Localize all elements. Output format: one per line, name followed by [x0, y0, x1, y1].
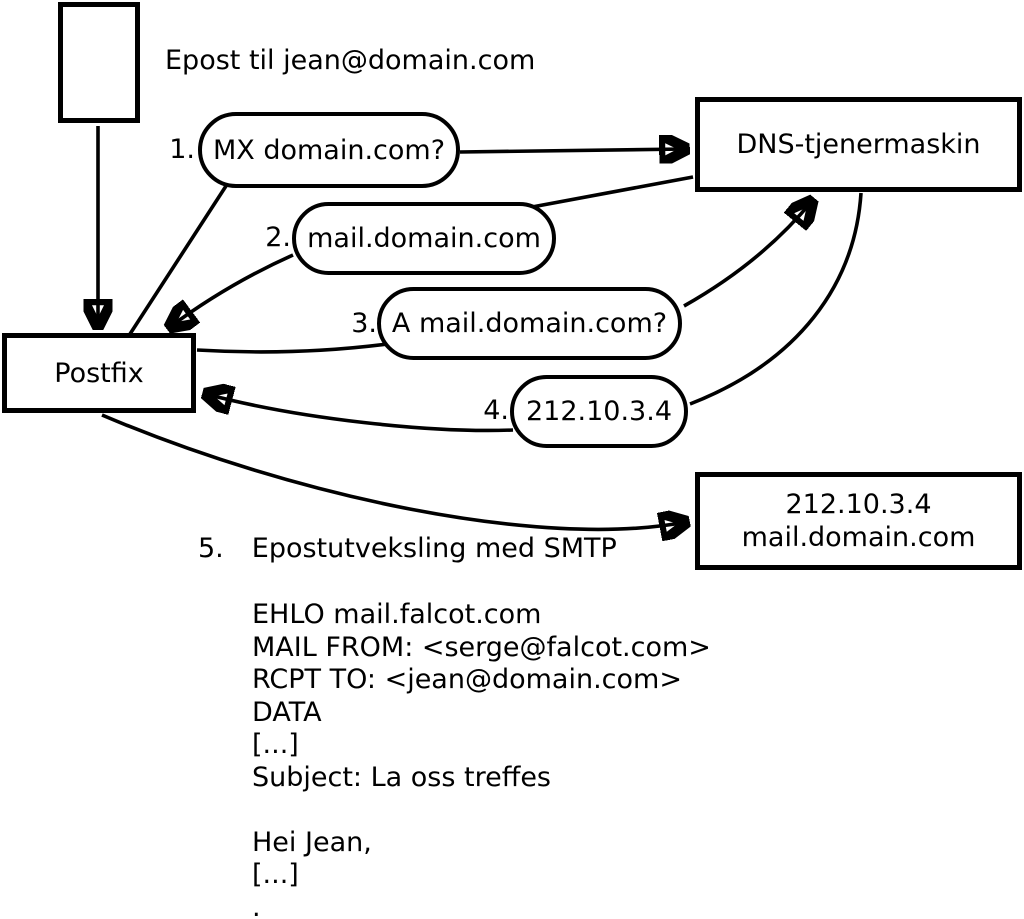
line-postfix-to-a-query	[196, 341, 396, 354]
query-pill-mx: MX domain.com?	[198, 112, 460, 188]
response-pill-mx: mail.domain.com	[292, 202, 556, 275]
mail-server-ip: 212.10.3.4	[785, 489, 932, 520]
arrow-a-response-to-postfix	[206, 394, 514, 433]
step-number-5: 5.	[198, 533, 224, 564]
mail-server-box: 212.10.3.4 mail.domain.com	[695, 472, 1022, 570]
mail-server-hostname: mail.domain.com	[741, 522, 976, 553]
step5-label: Epostutveksling med SMTP	[251, 533, 617, 564]
arrow-mx-query-to-dns	[459, 149, 686, 152]
step-number-2: 2.	[265, 222, 291, 253]
email-title: Epost til jean@domain.com	[165, 45, 536, 76]
step-number-4: 4.	[483, 395, 509, 426]
query-pill-a: A mail.domain.com?	[377, 287, 682, 360]
arrow-a-query-to-dns	[683, 201, 812, 308]
email-envelope-box	[58, 2, 140, 123]
line-dns-to-mx-response	[531, 175, 694, 209]
step5-caption: 5. Epostutveksling med SMTP	[198, 533, 617, 565]
step-number-3: 3.	[351, 308, 377, 339]
smtp-session-text: EHLO mail.falcot.com MAIL FROM: <serge@f…	[252, 599, 711, 919]
arrow-smtp-to-mailserver	[101, 413, 686, 529]
step-number-1: 1.	[169, 134, 195, 165]
line-dns-to-a-response	[689, 192, 863, 406]
postfix-box: Postfix	[2, 333, 196, 413]
response-pill-a: 212.10.3.4	[510, 375, 688, 448]
arrow-mx-response-to-postfix	[170, 253, 294, 327]
line-postfix-to-mx-query	[128, 185, 228, 335]
dns-server-box: DNS-tjenermaskin	[695, 97, 1022, 192]
